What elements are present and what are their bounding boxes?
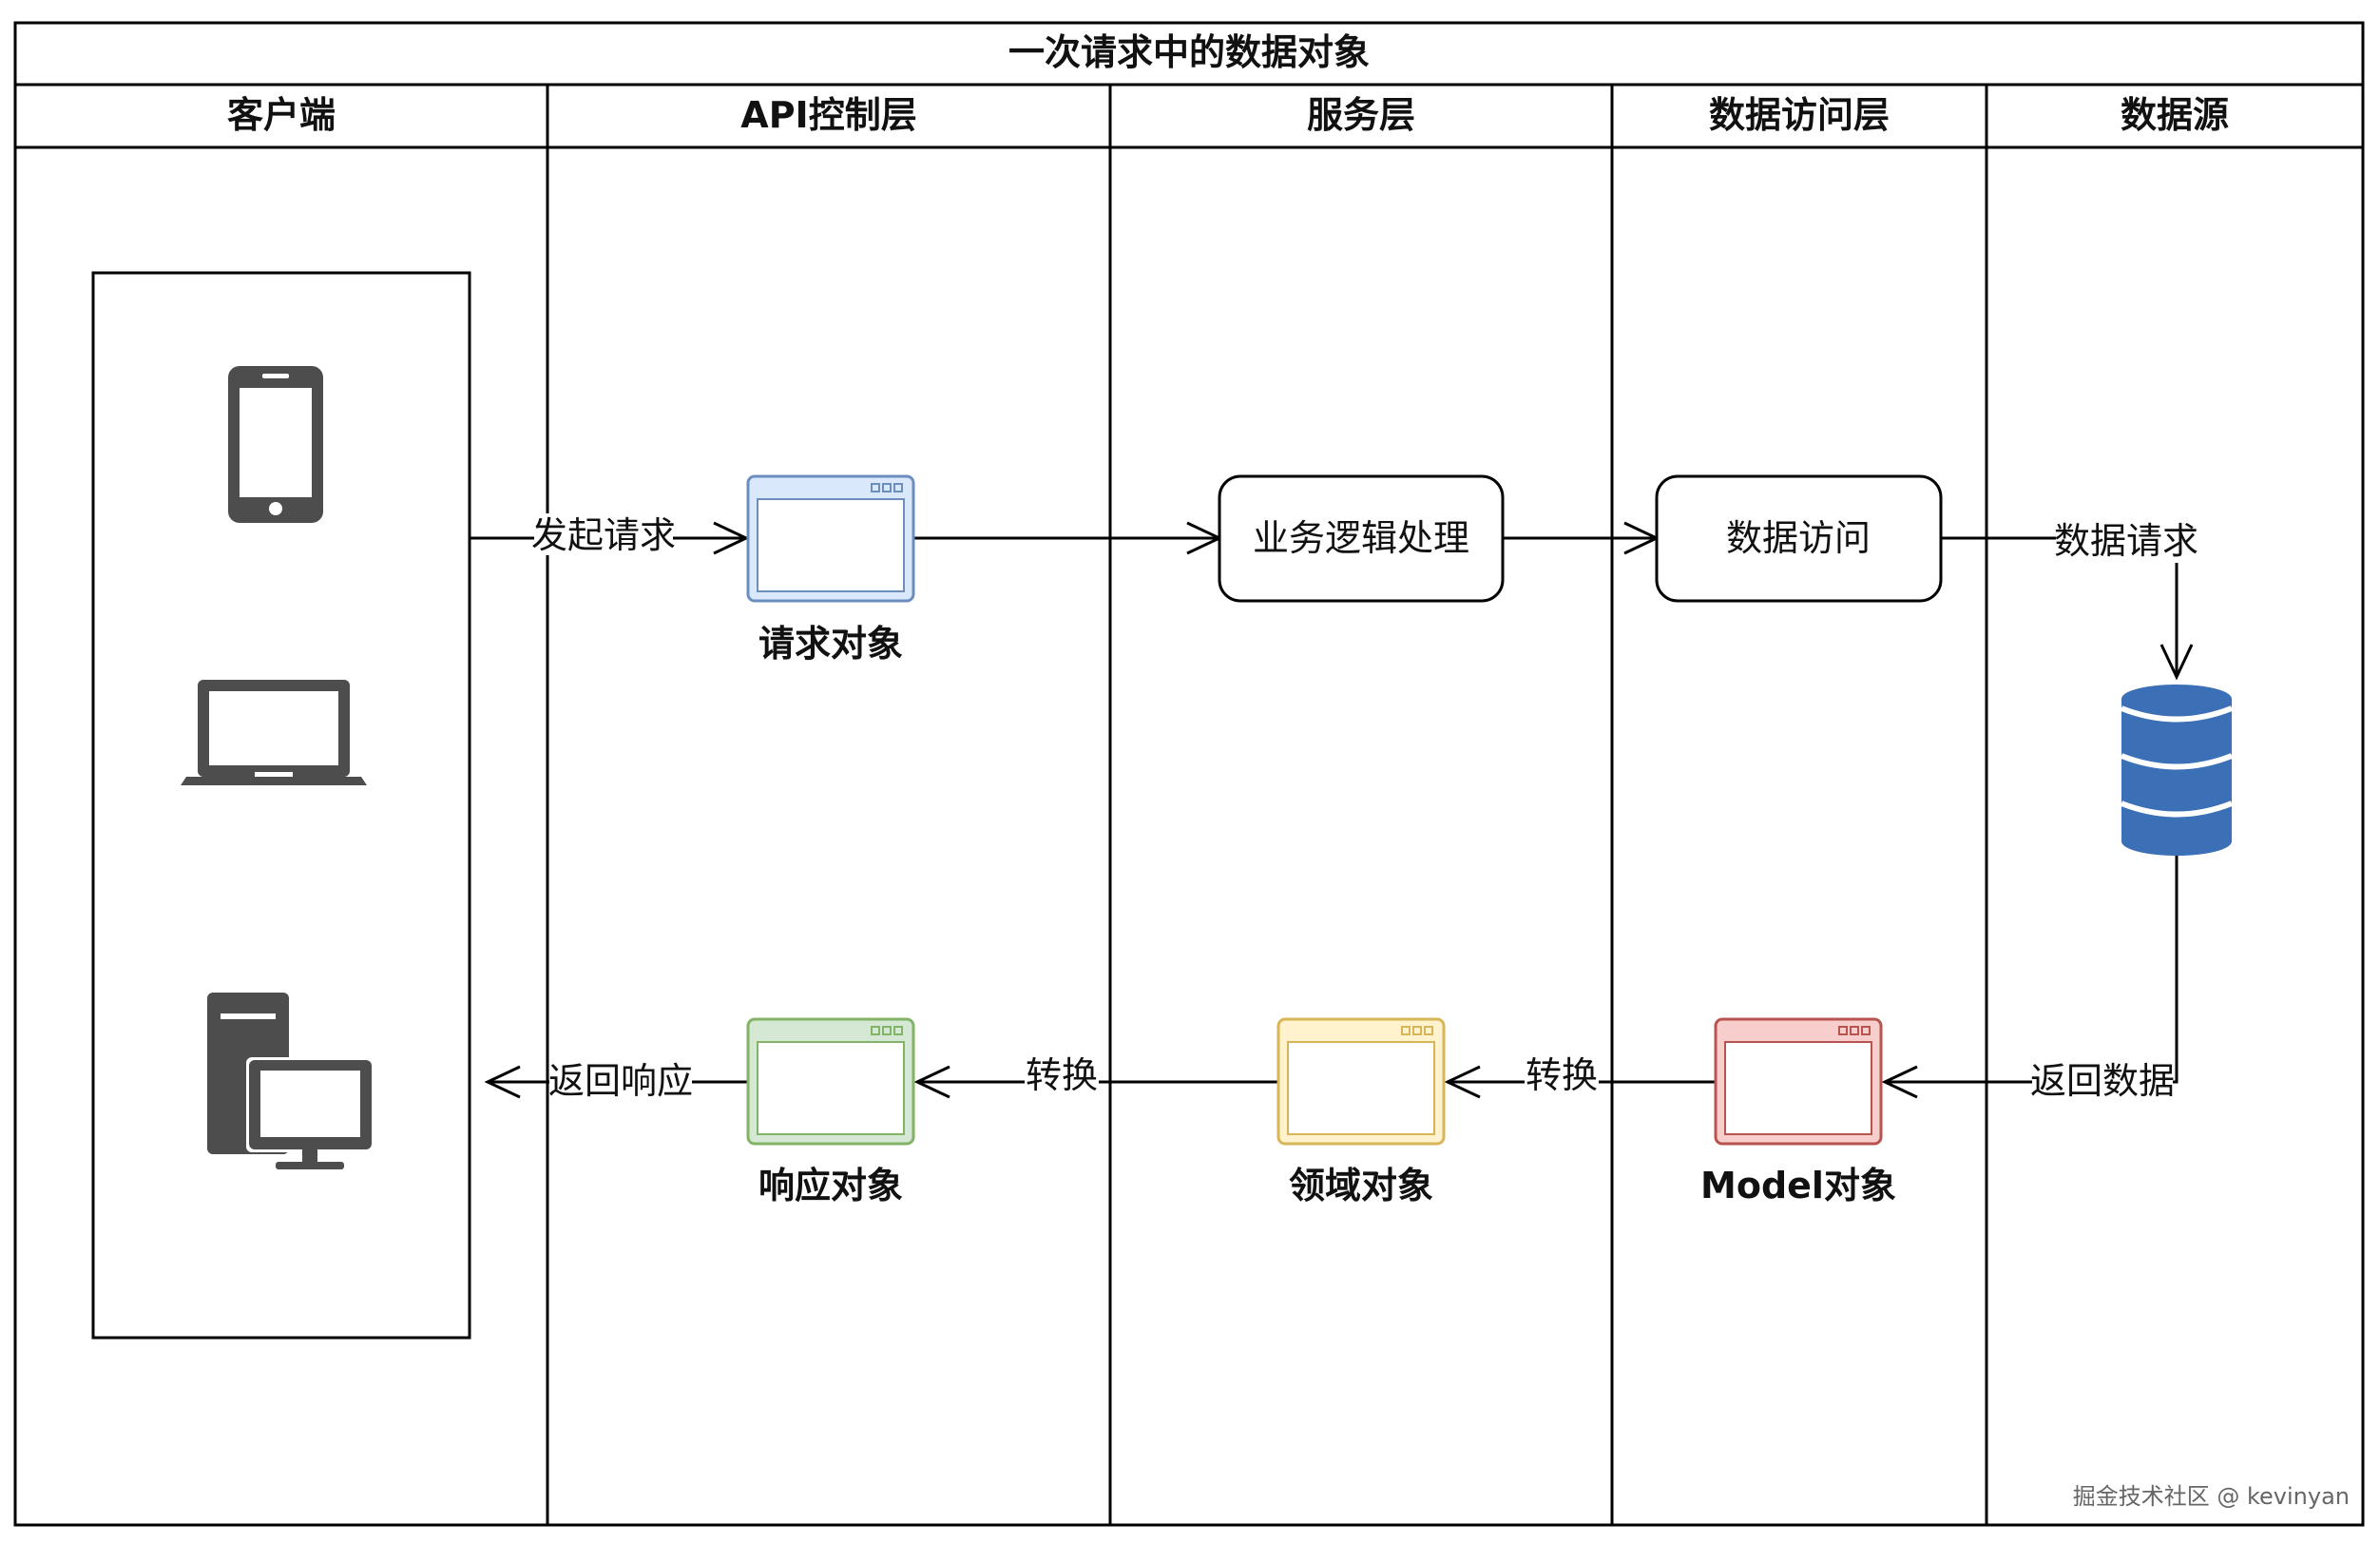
lane-header-api: API控制层 — [740, 94, 916, 136]
model-object-window-icon — [1714, 1017, 1883, 1146]
edge-label-return-response: 返回响应 — [548, 1060, 693, 1102]
lane-header-dao: 数据访问层 — [1709, 94, 1890, 136]
data-access-box — [1655, 474, 1943, 603]
business-logic-box — [1218, 474, 1505, 603]
data-access-label: 数据访问 — [1726, 517, 1871, 559]
edge-label-data-request: 数据请求 — [2054, 520, 2198, 562]
edge-label-return-data: 返回数据 — [2030, 1060, 2175, 1102]
lane-header-service: 服务层 — [1307, 94, 1415, 136]
database-icon — [2120, 685, 2234, 856]
desktop-computer-icon — [207, 993, 374, 1169]
edge-return-data — [1881, 856, 2178, 1099]
watermark: 掘金技术社区 @ kevinyan — [2073, 1483, 2350, 1510]
model-object-label: Model对象 — [1700, 1165, 1896, 1206]
domain-object-label: 领域对象 — [1289, 1165, 1433, 1206]
response-object-window-icon — [746, 1017, 915, 1146]
diagram-title: 一次请求中的数据对象 — [1008, 31, 1370, 73]
mobile-phone-icon — [228, 366, 323, 523]
laptop-icon — [181, 680, 367, 785]
request-object-label: 请求对象 — [758, 623, 903, 665]
edge-label-send-request: 发起请求 — [531, 514, 676, 556]
edge-label-convert-1: 转换 — [1026, 1054, 1098, 1096]
edge-label-convert-2: 转换 — [1526, 1054, 1598, 1096]
response-object-label: 响应对象 — [758, 1165, 903, 1206]
business-logic-label: 业务逻辑处理 — [1253, 517, 1469, 559]
lane-header-client: 客户端 — [227, 94, 336, 136]
lane-header-source: 数据源 — [2121, 94, 2229, 136]
request-object-window-icon — [746, 474, 915, 603]
domain-object-window-icon — [1276, 1017, 1446, 1146]
